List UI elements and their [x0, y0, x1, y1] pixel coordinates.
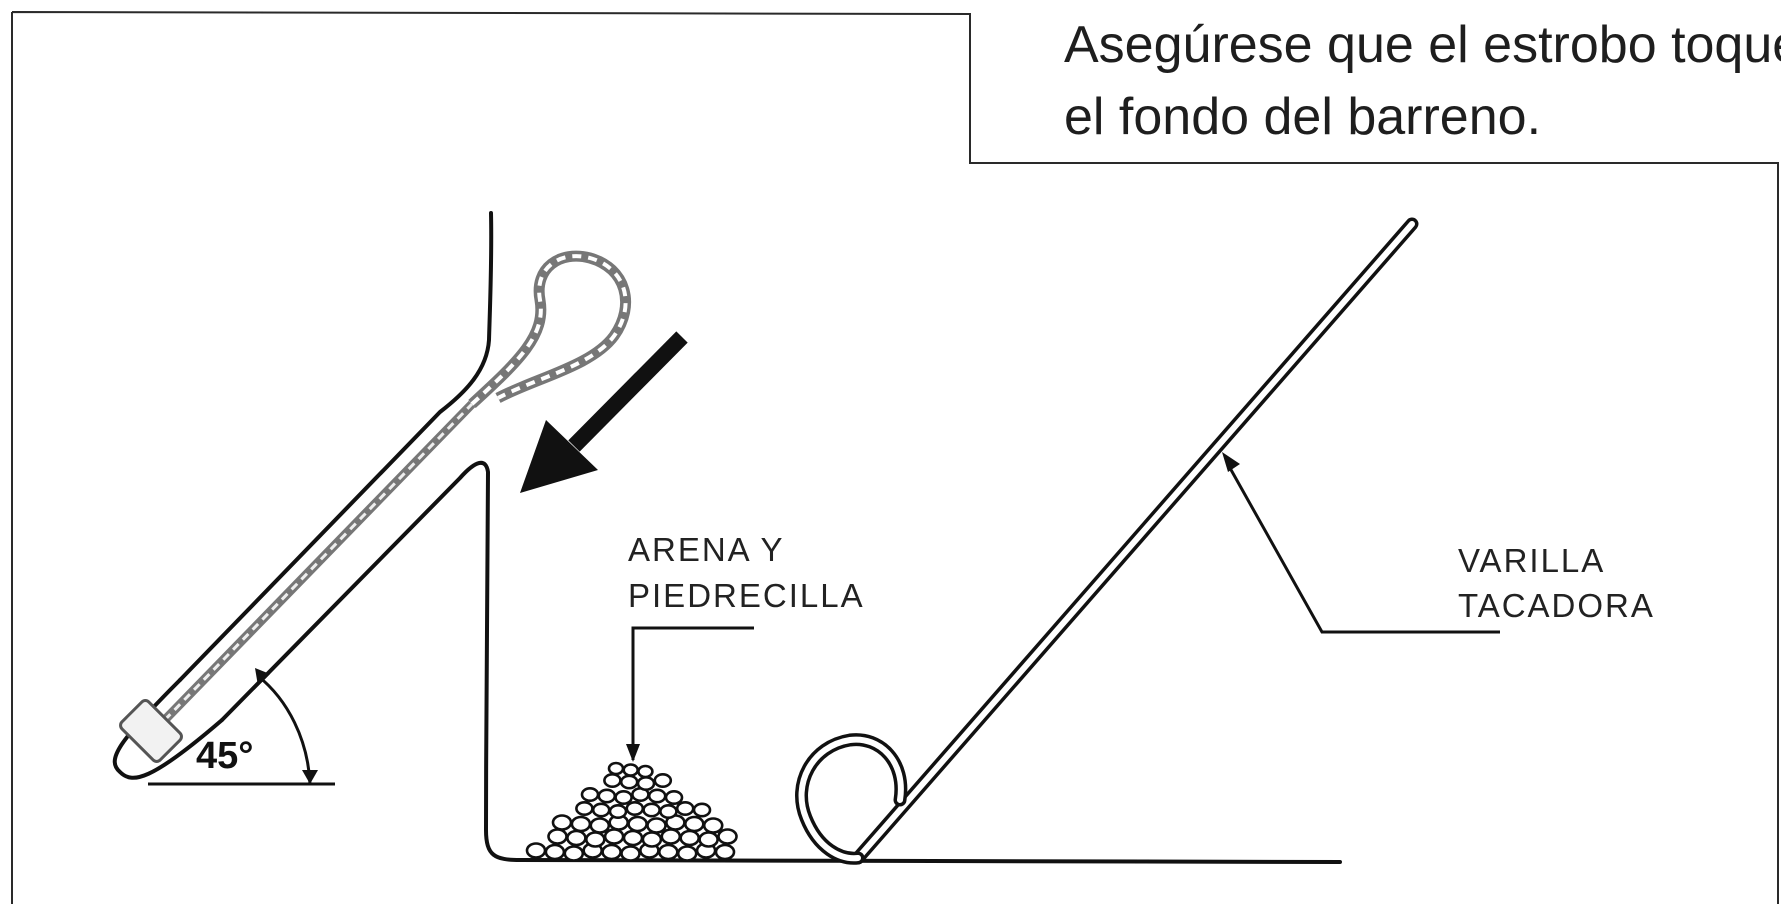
sand-label-line-2: PIEDRECILLA — [628, 577, 865, 614]
sand-label-line-1: ARENA Y — [628, 531, 784, 568]
pebble — [717, 828, 738, 845]
pebble — [614, 789, 633, 805]
pebble — [625, 800, 645, 816]
pebble — [622, 829, 644, 847]
caption-line-1: Asegúrese que el estrobo toque — [1064, 16, 1781, 74]
pebble — [608, 803, 628, 819]
pebble — [584, 831, 606, 848]
pebble — [603, 828, 625, 845]
pebble — [563, 845, 585, 862]
hole-right-wall — [220, 461, 1342, 864]
pebble — [525, 842, 547, 859]
pebble — [642, 802, 661, 818]
rod-leader-line — [1228, 467, 1500, 634]
pebble — [702, 817, 724, 834]
caption-line-2: el fondo del barreno. — [1064, 88, 1541, 146]
sling-ferrule — [119, 699, 183, 763]
pebble — [607, 761, 625, 776]
pebble — [641, 831, 663, 848]
pebble — [575, 800, 594, 816]
tamping-rod — [795, 217, 1419, 865]
pebble — [664, 789, 684, 805]
pebble — [646, 817, 667, 834]
rod-label-line-2: TACADORA — [1458, 587, 1655, 624]
rod-label-line-1: VARILLA — [1458, 542, 1605, 579]
pebble — [544, 843, 566, 861]
angle-arrow-bottom — [302, 770, 318, 784]
pebble — [675, 800, 695, 816]
pebble — [637, 764, 654, 779]
pebble — [601, 843, 622, 861]
pebble — [591, 802, 611, 818]
pebble — [622, 763, 640, 777]
sand-gravel-pile — [525, 761, 738, 862]
pebble — [657, 843, 679, 861]
pebble — [627, 815, 648, 833]
pebble — [547, 828, 568, 845]
pebble — [580, 786, 600, 802]
insertion-arrow-icon — [520, 331, 688, 493]
sling-cable — [119, 250, 632, 763]
pebble — [698, 831, 719, 848]
pebble — [570, 815, 592, 833]
pebble — [714, 843, 736, 861]
pebble — [653, 772, 673, 788]
rod-leader-arrowhead — [1222, 452, 1240, 472]
sand-leader-line — [631, 626, 754, 760]
angle-label: 45° — [196, 735, 253, 777]
pebble — [679, 829, 701, 847]
pebble — [619, 774, 639, 790]
angle-arc — [257, 674, 312, 785]
pebble — [597, 788, 617, 804]
pebble — [603, 772, 622, 788]
pebble — [659, 803, 678, 819]
pebble — [660, 828, 682, 845]
sand-leader-arrowhead — [626, 744, 640, 762]
sling-eye-loop — [468, 250, 632, 409]
pebble — [692, 802, 712, 818]
hole-left-wall — [178, 211, 494, 682]
pebble — [620, 845, 641, 862]
pebble — [683, 815, 705, 833]
pebble — [566, 829, 587, 847]
pebble — [676, 845, 698, 862]
figure-frame — [11, 11, 1779, 904]
angle-arrow-top — [255, 668, 270, 686]
pebble — [647, 788, 667, 804]
pebble — [636, 775, 656, 791]
pebble — [551, 814, 573, 831]
pebble — [589, 817, 611, 834]
